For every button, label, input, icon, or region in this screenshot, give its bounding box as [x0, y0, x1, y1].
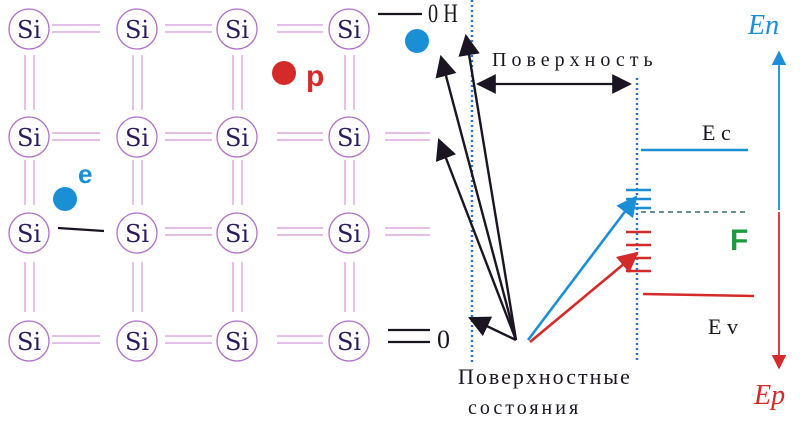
si-atom-ring [216, 8, 258, 50]
si-atom-label: Si [337, 328, 361, 356]
si-atom-label: Si [125, 16, 149, 44]
si-atom-ring [8, 116, 50, 158]
si-atom-ring [116, 320, 158, 362]
si-atom: Si [8, 320, 50, 362]
axis-label-ep: Ep [753, 380, 785, 411]
hole-label: p [306, 60, 324, 93]
si-atom-ring [8, 8, 50, 50]
si-atom: Si [216, 320, 258, 362]
valence-band-label: E v [708, 314, 738, 339]
electron-particle-surface [405, 29, 429, 53]
si-atom-ring [328, 212, 370, 254]
surface-label: Поверхность [492, 49, 658, 71]
si-atom-label: Si [17, 220, 41, 248]
si-atom-ring [8, 320, 50, 362]
axis-label-en: En [747, 10, 779, 41]
si-atom-label: Si [337, 16, 361, 44]
si-atom-ring [116, 212, 158, 254]
si-atom-label: Si [125, 124, 149, 152]
si-atom: Si [328, 320, 370, 362]
si-atom-ring [8, 212, 50, 254]
conduction-band-label: E c [702, 120, 731, 145]
si-atom: Si [328, 116, 370, 158]
si-atom-ring [216, 320, 258, 362]
si-atom: Si [328, 212, 370, 254]
surface-states-label-line2: состояния [468, 397, 581, 419]
si-atom-label: Si [337, 124, 361, 152]
si-atom: Si [116, 116, 158, 158]
si-atom-label: Si [17, 328, 41, 356]
si-atom: Si [216, 8, 258, 50]
electron-particle [53, 187, 77, 211]
si-atom-ring [216, 116, 258, 158]
bond-label-top: 0 H [428, 0, 458, 29]
si-atom: Si [8, 8, 50, 50]
si-atom: Si [116, 320, 158, 362]
electron-label: e [78, 159, 92, 189]
vertical-bonds [24, 55, 355, 312]
si-atom-ring [216, 212, 258, 254]
fermi-level-label: F [730, 224, 748, 257]
si-atom: Si [116, 212, 158, 254]
surface-levels-lower [626, 230, 651, 273]
si-atom: Si [216, 212, 258, 254]
si-atom-ring [328, 8, 370, 50]
si-atom-label: Si [337, 220, 361, 248]
si-atom-label: Si [225, 328, 249, 356]
si-atom-label: Si [125, 328, 149, 356]
surface-state-arrows [435, 33, 518, 342]
si-atom: Si [8, 212, 50, 254]
si-atom: Si [116, 8, 158, 50]
si-atom-label: Si [225, 220, 249, 248]
bond-label-bottom: 0 [437, 325, 450, 354]
si-atom: Si [328, 8, 370, 50]
si-atom-label: Si [225, 16, 249, 44]
si-atom-ring [116, 8, 158, 50]
si-atom-ring [116, 116, 158, 158]
lattice-bonds [24, 24, 430, 344]
si-atom-ring [328, 116, 370, 158]
si-atom: Si [8, 116, 50, 158]
surface-states-label-line1: Поверхностные [458, 364, 632, 389]
si-atom-label: Si [17, 16, 41, 44]
horizontal-bonds [52, 24, 430, 344]
surface-bond-lines [57, 12, 430, 344]
hole-trap-arrow [529, 251, 639, 343]
surface-levels-upper [626, 188, 651, 210]
si-atom: Si [216, 116, 258, 158]
si-atom-label: Si [125, 220, 149, 248]
valence-band-edge [642, 292, 755, 298]
hole-particle [272, 61, 296, 85]
si-atom-label: Si [225, 124, 249, 152]
si-atom-ring [328, 320, 370, 362]
si-atom-label: Si [17, 124, 41, 152]
electron-trap-arrow [526, 195, 638, 341]
